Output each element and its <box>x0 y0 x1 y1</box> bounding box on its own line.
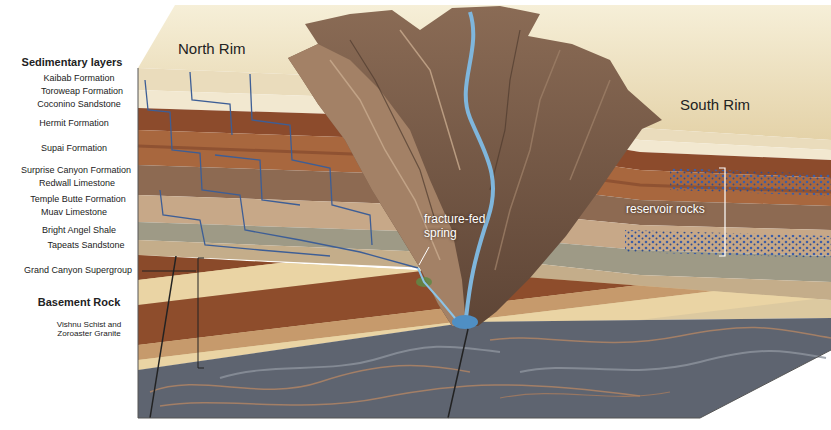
canyon-shadow <box>350 40 435 220</box>
fracture-line <box>215 155 300 205</box>
basement-rock <box>138 318 831 418</box>
layer-label: Redwall Limestone <box>39 178 115 188</box>
layer-label: Surprise Canyon Formation <box>21 165 131 175</box>
fracture-line <box>160 190 330 256</box>
layer-label: Supai Formation <box>41 143 107 153</box>
layer-label: Coconino Sandstone <box>37 99 121 109</box>
faults <box>150 256 468 418</box>
rim-label: North Rim <box>178 40 246 57</box>
reservoir-zones <box>625 168 831 258</box>
layer-label: Kaibab Formation <box>43 73 114 83</box>
section-heading: Basement Rock <box>38 296 121 309</box>
schist-swirl <box>150 365 470 392</box>
fracture-line <box>190 72 232 135</box>
rock-label: Vishnu Schist and Zoroaster Granite <box>43 320 135 339</box>
spring-leader <box>419 247 429 265</box>
schist-swirl <box>520 351 826 372</box>
layer-label: Bright Angel Shale <box>42 225 116 235</box>
fault-line <box>150 256 176 418</box>
fault-line <box>448 329 468 418</box>
block-outline <box>138 68 831 418</box>
reservoir-bracket <box>719 168 725 256</box>
canyon-ridge <box>495 50 560 270</box>
canyon-shadow <box>490 30 520 190</box>
rock-bracket <box>198 258 204 368</box>
layer-label: Toroweap Formation <box>41 86 123 96</box>
canyon-sunlit-wall <box>288 44 466 326</box>
spring-seep <box>418 268 455 318</box>
layer-label: Temple Butte Formation <box>30 194 126 204</box>
rim-label: South Rim <box>680 96 750 113</box>
river <box>466 12 493 318</box>
reservoir-dots <box>625 230 831 258</box>
basement <box>138 318 831 418</box>
schist-swirl <box>160 385 640 406</box>
river-pool <box>452 315 478 329</box>
canyon <box>288 6 662 329</box>
callout-label: reservoir rocks <box>626 203 705 217</box>
canyon-ridge <box>330 60 440 260</box>
layer-label: Tapeats Sandstone <box>47 240 124 250</box>
schist-swirl <box>500 392 670 398</box>
bracket-label: Grand Canyon Supergroup <box>24 265 132 275</box>
supergroup-leader <box>142 271 196 272</box>
layer-label: Muav Limestone <box>41 207 107 217</box>
canyon-ridge <box>570 80 610 180</box>
layer-label: Hermit Formation <box>39 118 109 128</box>
reservoir-dots <box>670 168 831 196</box>
schist-swirl <box>490 327 831 342</box>
callout-label: fracture-fed spring <box>424 213 500 241</box>
brackets-and-leaders <box>142 168 725 368</box>
section-heading: Sedimentary layers <box>22 56 123 69</box>
canyon-cut <box>288 6 662 326</box>
